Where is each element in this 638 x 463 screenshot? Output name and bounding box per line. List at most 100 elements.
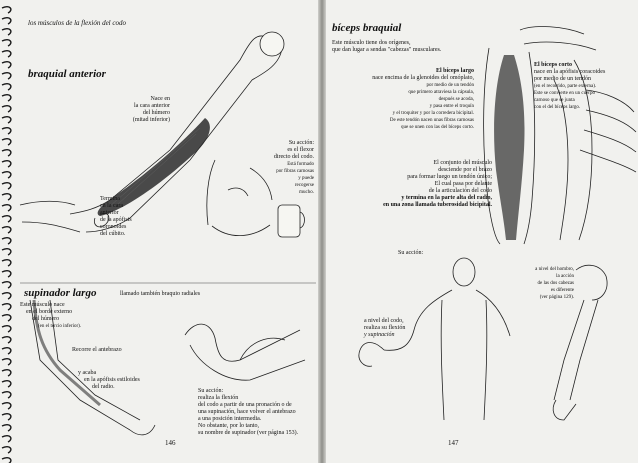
left-page-illustrations bbox=[19, 31, 316, 436]
spiral-ring bbox=[1, 137, 12, 146]
spiral-ring bbox=[1, 324, 12, 333]
line: carnoso que se junta bbox=[534, 98, 575, 103]
page-gutter bbox=[318, 0, 326, 463]
page-header: los músculos de la flexión del codo bbox=[28, 19, 126, 27]
spiral-ring bbox=[1, 27, 12, 36]
spiral-ring bbox=[1, 302, 12, 311]
line: que primero atraviesa la cápsula, bbox=[408, 90, 474, 95]
line: directo del codo. bbox=[273, 154, 314, 160]
line: del radio. bbox=[92, 384, 115, 390]
line: Está formado bbox=[287, 162, 314, 167]
right-page-illustrations bbox=[358, 26, 637, 421]
line: El conjunto del músculo bbox=[433, 160, 493, 166]
supinator-subtitle: llamado también braquio radiales bbox=[120, 291, 201, 297]
supinator-action-text: Su acción: realiza la flexión del codo a… bbox=[198, 388, 318, 437]
spiral-ring bbox=[1, 170, 12, 179]
line: Termina bbox=[100, 196, 120, 202]
spiral-ring bbox=[1, 60, 12, 69]
spiral-ring bbox=[1, 456, 12, 463]
line: la acción bbox=[556, 274, 574, 279]
spiral-binding bbox=[1, 5, 12, 463]
line: una supinación, hace volver el antebrazo bbox=[198, 409, 296, 415]
spiral-ring bbox=[1, 126, 12, 135]
biceps-muscle bbox=[494, 55, 525, 240]
line: y supinación bbox=[364, 332, 395, 338]
spiral-ring bbox=[1, 148, 12, 157]
supinator-arm-illustration bbox=[29, 299, 156, 436]
spiral-ring bbox=[1, 313, 12, 322]
spiral-ring bbox=[1, 5, 12, 14]
line: es diferente bbox=[550, 288, 574, 293]
line: de la apófisis bbox=[100, 217, 132, 223]
line: del húmero bbox=[32, 316, 60, 322]
spiral-ring bbox=[1, 335, 12, 344]
line: por medio de un tendón bbox=[426, 83, 475, 88]
brachialis-muscle bbox=[97, 118, 210, 216]
arm-skeleton-illustration bbox=[552, 264, 608, 421]
spiral-ring bbox=[1, 258, 12, 267]
brachialis-title: braquial anterior bbox=[28, 68, 106, 80]
line: en una zona llamada tuberosidad bicipita… bbox=[383, 202, 492, 208]
line: por medio de un tendón bbox=[534, 76, 591, 82]
line: Este músculo tiene dos orígenes, bbox=[332, 40, 411, 46]
line: su nombre de supinador (ver página 153). bbox=[198, 430, 299, 436]
spiral-ring bbox=[1, 225, 12, 234]
line: realiza su flexión bbox=[364, 325, 406, 331]
shoulder-action-text: a nivel del hombro, la acción de las dos… bbox=[504, 266, 574, 301]
brachialis-arm-illustration bbox=[19, 31, 285, 233]
spiral-ring bbox=[1, 390, 12, 399]
line: recogerse bbox=[294, 183, 314, 188]
line: Este músculo nace bbox=[20, 302, 65, 308]
supinator-insertion-text: y acaba en la apófisis estiloides del ra… bbox=[78, 370, 188, 391]
spiral-ring bbox=[1, 236, 12, 245]
line: de las dos cabezas bbox=[537, 281, 574, 286]
line: El cual pasa por delante bbox=[434, 181, 492, 187]
line: que se unen con las del bíceps corto. bbox=[400, 125, 474, 130]
spiral-ring bbox=[1, 38, 12, 47]
biceps-title: bíceps braquial bbox=[332, 22, 402, 34]
line: que dan lugar a sendas "cabezas" muscula… bbox=[332, 47, 442, 53]
brachialis-origin-text: Nace en la cara anterior del húmero (mit… bbox=[90, 96, 170, 124]
spiral-ring bbox=[1, 346, 12, 355]
left-page: los músculos de la flexión del codo braq… bbox=[19, 19, 318, 447]
brachialis-insertion-text: Termina en la cara anterior de la apófis… bbox=[100, 196, 160, 238]
supinator-origin-text: Este músculo nace en el borde externo de… bbox=[20, 302, 130, 330]
line: y termina en la parte alta del radio, bbox=[401, 195, 492, 201]
spiral-ring bbox=[1, 203, 12, 212]
spiral-ring bbox=[1, 423, 12, 432]
spiral-ring bbox=[1, 379, 12, 388]
spiral-ring bbox=[1, 82, 12, 91]
line: (en el recorrido, parte externa). bbox=[534, 84, 597, 89]
spiral-ring bbox=[1, 115, 12, 124]
arm-flexing-illustration bbox=[184, 323, 306, 381]
line: en el borde externo bbox=[26, 309, 73, 315]
spiral-ring bbox=[1, 412, 12, 421]
line: coronoides bbox=[100, 224, 127, 230]
spiral-ring bbox=[1, 104, 12, 113]
line: en la cara bbox=[100, 203, 123, 209]
line: mucho. bbox=[299, 190, 314, 195]
biceps-long-head-text: El bíceps largo nace encima de la glenoi… bbox=[324, 68, 474, 131]
line: y puede bbox=[298, 176, 314, 181]
supinator-course-text: Recorre el antebrazo bbox=[72, 347, 122, 353]
line: para formar luego un tendón único; bbox=[407, 174, 492, 180]
biceps-intro-text: Este músculo tiene dos orígenes, que dan… bbox=[332, 40, 512, 54]
line: (en el tercio inferior). bbox=[38, 324, 82, 329]
line: Este se convierte en un cuerpo bbox=[534, 91, 595, 96]
line: con el del bíceps largo. bbox=[534, 105, 581, 110]
spiral-ring bbox=[1, 269, 12, 278]
line: y acaba bbox=[78, 370, 97, 376]
brachialis-action-text: Su acción: es el flexor directo del codo… bbox=[248, 140, 314, 196]
line: nace en la apófisis coracoides bbox=[534, 69, 606, 75]
line: es el flexor bbox=[287, 147, 314, 153]
line: del codo a partir de una pronación o de bbox=[198, 402, 292, 408]
line: a nivel del hombro, bbox=[535, 267, 574, 272]
page-number: 146 bbox=[165, 439, 176, 447]
spiral-ring bbox=[1, 93, 12, 102]
line: (ver página 129). bbox=[539, 295, 574, 300]
line: después se acoda, bbox=[438, 97, 474, 102]
line: del húmero bbox=[142, 110, 170, 116]
line: de la articulación del codo bbox=[428, 188, 492, 194]
line: De este tendón nacen unas fibras carnosa… bbox=[389, 118, 474, 123]
